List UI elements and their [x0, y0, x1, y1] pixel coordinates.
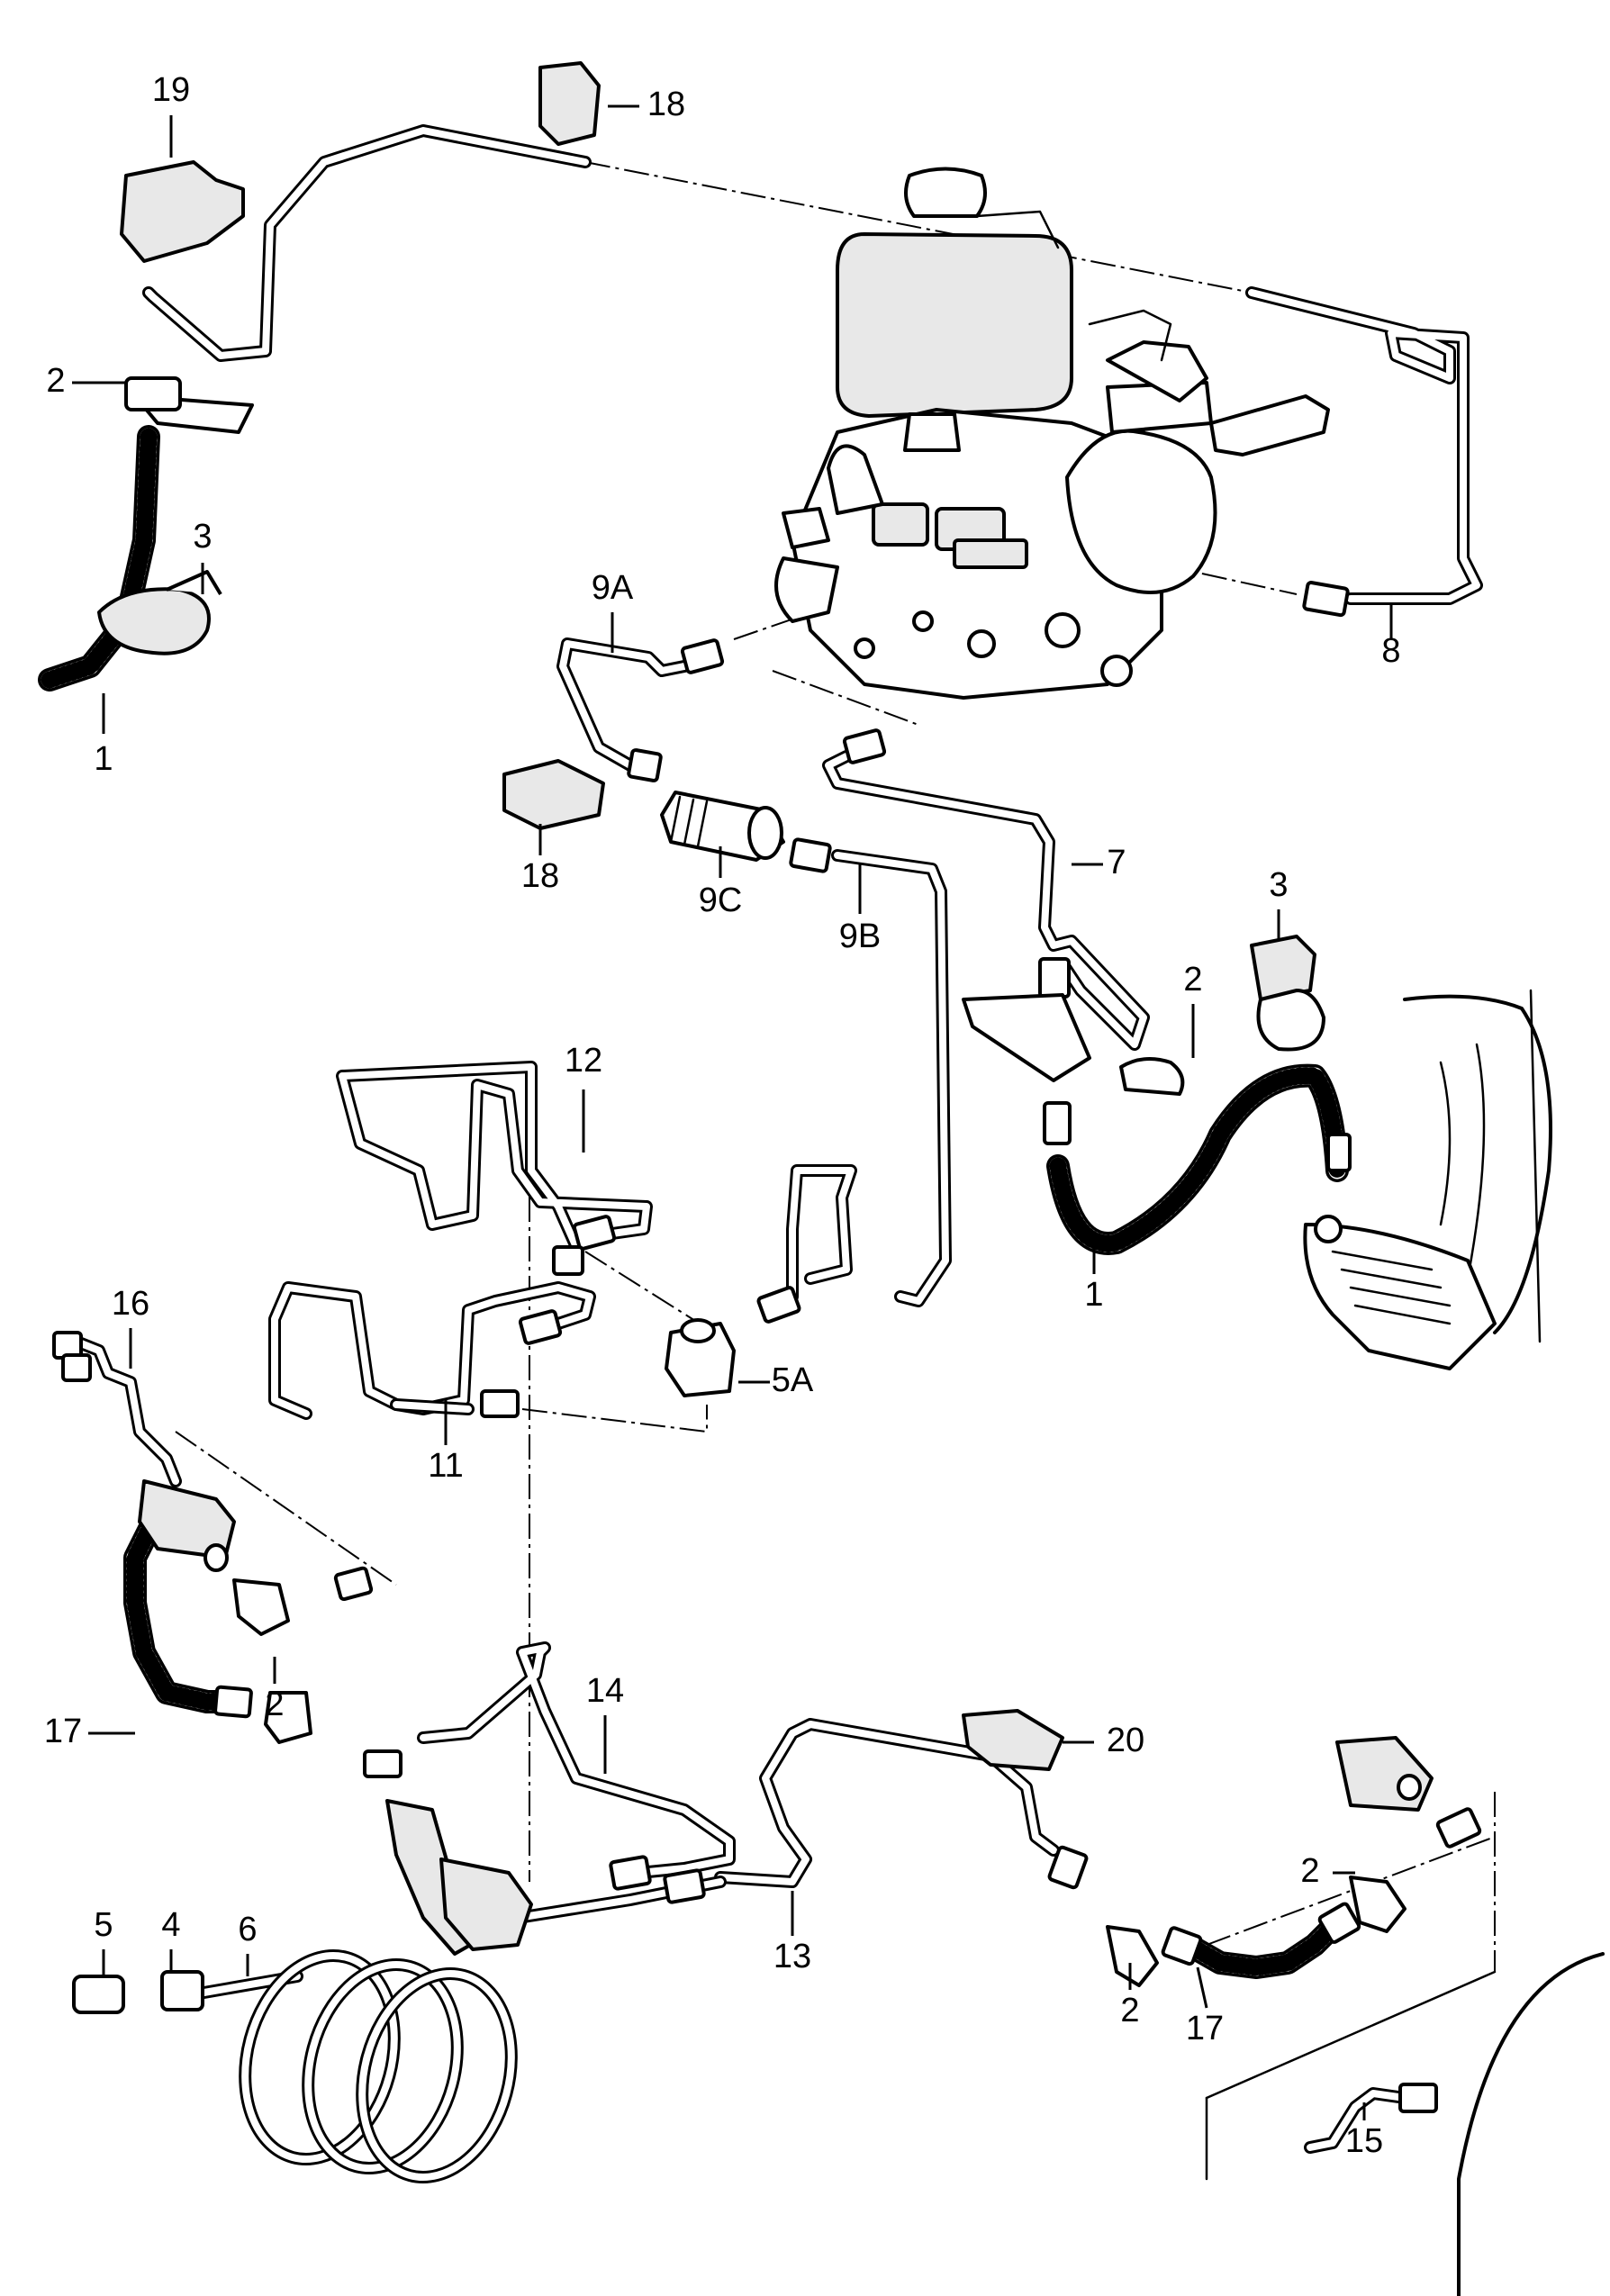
- callout-16: 16: [112, 1285, 149, 1323]
- callout-1-top-left: 1: [94, 740, 113, 778]
- pipe-12: [336, 1061, 653, 1253]
- clip-2-right-upper: [1349, 1876, 1406, 1933]
- hose-1-right: [1046, 1063, 1349, 1255]
- callout-8: 8: [1381, 632, 1400, 670]
- pipe-9B: [831, 849, 952, 1307]
- callout-18-mid: 18: [521, 857, 559, 895]
- clip-2-lower-a: [232, 1578, 290, 1636]
- callout-3-right: 3: [1269, 866, 1288, 904]
- callout-9B: 9B: [839, 917, 881, 955]
- pipe-13: [511, 1718, 1060, 1924]
- callout-17-left: 17: [44, 1713, 82, 1750]
- callout-15: 15: [1345, 2122, 1383, 2160]
- bracket-19: [120, 160, 245, 263]
- bracket-small-right: [1335, 1736, 1434, 1812]
- pipe-15: [1304, 2087, 1411, 2154]
- clip-18-mid: [502, 759, 605, 830]
- pipe-8: [1245, 286, 1483, 605]
- wheel-arch-lower-right: [1205, 1952, 1605, 2296]
- callout-11: 11: [428, 1447, 463, 1485]
- grommet-3-right: [1250, 935, 1316, 1001]
- pipe-6-coil: [187, 1949, 518, 2183]
- callout-12: 12: [565, 1042, 602, 1080]
- clip-20: [962, 1709, 1064, 1771]
- callout-2-right: 2: [1183, 961, 1202, 999]
- pipe-16: [70, 1335, 182, 1487]
- callout-2-top-left: 2: [46, 362, 65, 400]
- fittings: [52, 581, 1482, 2113]
- valve-9C: [660, 791, 785, 862]
- callout-5: 5: [94, 1906, 113, 1944]
- callout-13: 13: [773, 1938, 811, 1975]
- callout-20: 20: [1107, 1722, 1144, 1759]
- grommet-3-top: [97, 587, 211, 655]
- brake-pipes: [70, 124, 1483, 2183]
- callout-14: 14: [586, 1672, 624, 1710]
- callout-leaders: [72, 104, 1393, 2120]
- tee-5A: [665, 1322, 736, 1397]
- clip-18-top: [538, 61, 601, 146]
- hydraulic-unit: [774, 167, 1330, 700]
- clip-2-lower-b: [264, 1691, 312, 1744]
- hose-17-right: [1177, 1915, 1344, 1979]
- callout-labels: 19 18 2 3 1 9A 18 9C 9B 8 7 3 2 1 12 16 …: [44, 71, 1401, 2160]
- callout-4: 4: [161, 1906, 180, 1944]
- callout-6: 6: [238, 1911, 257, 1948]
- callout-3-top-left: 3: [193, 518, 212, 556]
- wheel-caliper-right: [1303, 989, 1552, 1370]
- callout-17-right: 17: [1186, 2010, 1224, 2047]
- pipe-9A: [556, 637, 691, 772]
- callout-2-lower-centre: 2: [1120, 1992, 1139, 2029]
- callout-19: 19: [152, 71, 190, 109]
- callout-5A: 5A: [772, 1361, 814, 1399]
- union-4: [160, 1970, 204, 2011]
- callout-2-lower-right: 2: [1300, 1852, 1319, 1890]
- bracket-plate-7: [962, 993, 1091, 1082]
- callout-2-lower-left: 2: [265, 1686, 284, 1723]
- callout-7: 7: [1107, 844, 1126, 881]
- pipe-11: [268, 1281, 596, 1420]
- callout-1-right: 1: [1084, 1276, 1103, 1314]
- pipe-14: [417, 1641, 736, 1879]
- clip-2-right: [1119, 1057, 1185, 1096]
- callout-18-top: 18: [647, 86, 685, 123]
- callout-9C: 9C: [699, 881, 743, 919]
- pipe-top-left: [142, 124, 592, 362]
- callout-9A: 9A: [592, 569, 634, 607]
- clip-2-lower-right: [1106, 1925, 1159, 1987]
- plug-5: [72, 1975, 125, 2014]
- pipe-5A-right: [786, 1164, 857, 1303]
- pipe-7: [822, 750, 1150, 1051]
- brackets: [97, 61, 1434, 1987]
